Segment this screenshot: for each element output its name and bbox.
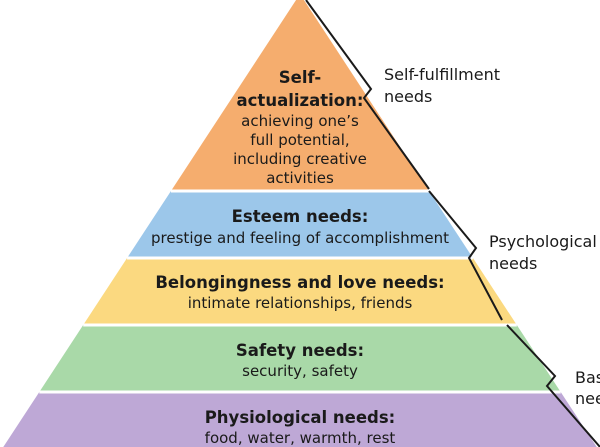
band-self-actualization <box>170 0 430 191</box>
esteem-title-line: Esteem needs: <box>232 207 369 226</box>
bracket-label-line: Basic <box>575 368 600 387</box>
band-physiological <box>3 392 597 447</box>
safety-description-line: security, safety <box>242 362 358 380</box>
band-safety <box>39 325 561 392</box>
self-actualization-description-line: achieving one’s <box>241 112 359 130</box>
bracket-labels: Self-fulfillmentneedsPsychologicalneedsB… <box>384 65 600 408</box>
bracket-label-line: needs <box>384 87 432 106</box>
self-actualization-description-line: activities <box>266 169 334 187</box>
bracket-label-line: Self-fulfillment <box>384 65 500 84</box>
bracket-label-line: needs <box>489 254 537 273</box>
bracket-basic <box>506 324 600 447</box>
safety-title-line: Safety needs: <box>236 341 364 360</box>
bracket-label-line: Psychological <box>489 232 597 251</box>
esteem-description-line: prestige and feeling of accomplishment <box>151 229 449 247</box>
self-actualization-description-line: full potential, <box>250 131 349 149</box>
physiological-title-line: Physiological needs: <box>205 408 396 427</box>
belonging-title-line: Belongingness and love needs: <box>155 273 444 292</box>
belonging-description-line: intimate relationships, friends <box>188 294 413 312</box>
band-belonging <box>83 258 517 325</box>
bracket-psychological <box>428 190 503 321</box>
band-esteem <box>127 191 473 258</box>
self-actualization-description-line: including creative <box>233 150 367 168</box>
need-brackets <box>305 0 600 447</box>
physiological-description-line: food, water, warmth, rest <box>205 429 396 447</box>
bracket-self-fulfillment <box>305 0 430 190</box>
self-actualization-title-line: actualization: <box>237 91 364 110</box>
bracket-label-line: needs <box>575 389 600 408</box>
self-actualization-title-line: Self- <box>279 68 321 87</box>
band-dividers <box>39 189 561 394</box>
